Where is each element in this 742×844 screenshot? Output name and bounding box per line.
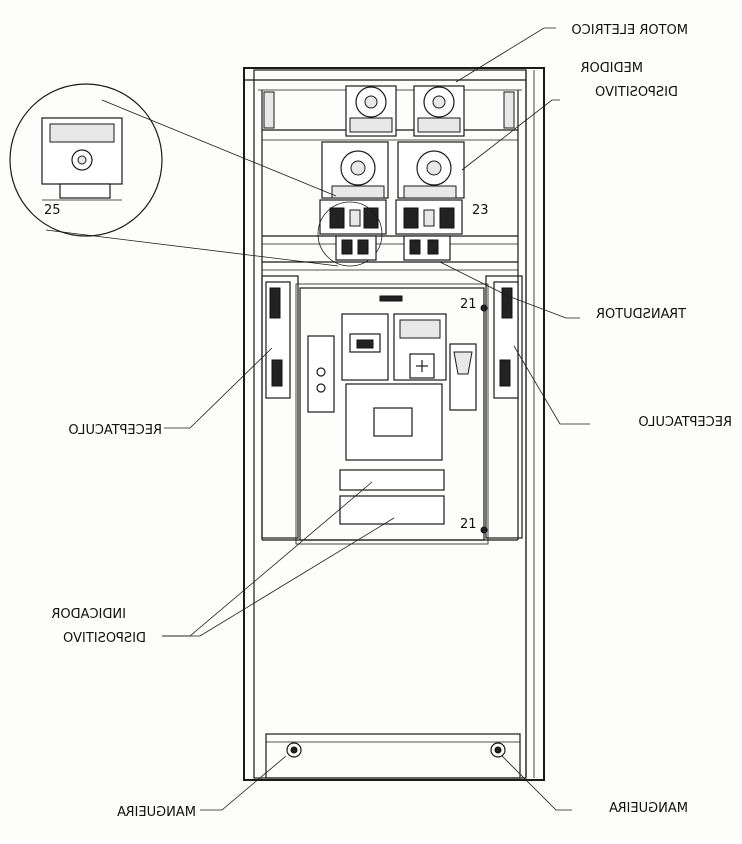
label-indicador-line1: INDICADOR [51,607,126,622]
electric-motor-right [413,85,465,137]
label-mangueira-left: MANGUEIRA [117,805,196,820]
electric-motor-left [345,85,397,137]
label-motor-eletrico: MOTOR ELETRICO [571,23,688,38]
meter-right [395,141,465,261]
label-medidor-line2: DISPOSITIVO [595,85,678,100]
display-panel: 21 21 23 [295,203,489,545]
mark-25: 25 [44,203,61,218]
callout-labels: MOTOR ELETRICO MEDIDOR DISPOSITIVO TRANS… [51,23,732,820]
mark-23: 23 [472,203,489,218]
detail-callout: 25 [9,83,339,267]
label-medidor-line1: MEDIDOR [580,61,643,76]
lower-cabinet [262,539,521,779]
label-receptaculo-left: RECEPTACULO [68,423,162,438]
label-mangueira-right: MANGUEIRA [609,801,688,816]
meter-left [317,141,389,267]
label-receptaculo-right: RECEPTACULO [638,415,732,430]
label-transdutor: TRANSDUTOR [596,307,687,322]
receptacle-right [485,275,523,539]
leader-lines [162,27,590,811]
mark-21-bottom: 21 [460,517,477,532]
receptacle-left [261,275,299,539]
label-indicador-line2: DISPOSITIVO [63,631,146,646]
mark-21-top: 21 [460,297,477,312]
